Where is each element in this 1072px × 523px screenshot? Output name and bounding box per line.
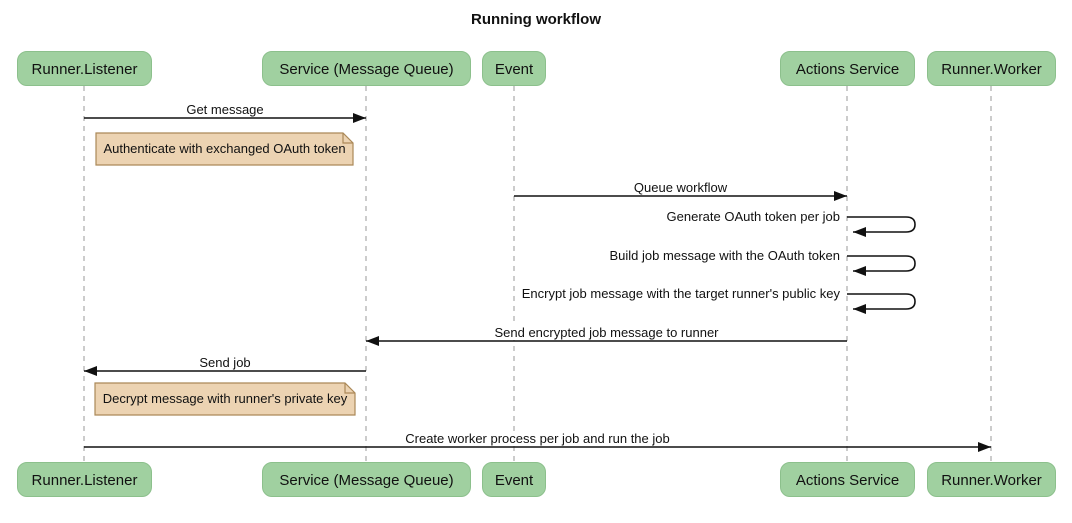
- participant-service-queue-top: Service (Message Queue): [262, 51, 471, 86]
- self-arrow-build-message: [847, 255, 916, 276]
- participant-runner-worker-bottom: Runner.Worker: [927, 462, 1056, 497]
- note-shape-decrypt: [94, 382, 356, 416]
- participant-runner-worker-top: Runner.Worker: [927, 51, 1056, 86]
- participant-actions-service-bottom: Actions Service: [780, 462, 915, 497]
- note-shape-authenticate: [95, 132, 354, 166]
- label-queue-workflow: Queue workflow: [514, 180, 847, 195]
- note-decrypt: Decrypt message with runner's private ke…: [102, 391, 348, 406]
- label-create-worker: Create worker process per job and run th…: [84, 431, 991, 446]
- note-authenticate: Authenticate with exchanged OAuth token: [103, 141, 346, 156]
- participant-event-top: Event: [482, 51, 546, 86]
- label-send-encrypted-job: Send encrypted job message to runner: [366, 325, 847, 340]
- label-build-message: Build job message with the OAuth token: [443, 248, 843, 263]
- participant-event-bottom: Event: [482, 462, 546, 497]
- participant-service-queue-bottom: Service (Message Queue): [262, 462, 471, 497]
- self-arrow-encrypt-message: [847, 293, 916, 314]
- label-generate-token: Generate OAuth token per job: [543, 209, 843, 224]
- diagram-title: Running workflow: [471, 11, 601, 28]
- participant-runner-listener-top: Runner.Listener: [17, 51, 152, 86]
- self-arrow-generate-token: [847, 216, 916, 237]
- label-send-job: Send job: [84, 355, 366, 370]
- participant-actions-service-top: Actions Service: [780, 51, 915, 86]
- participant-runner-listener-bottom: Runner.Listener: [17, 462, 152, 497]
- label-get-message: Get message: [84, 102, 366, 117]
- label-encrypt-message: Encrypt job message with the target runn…: [393, 286, 843, 301]
